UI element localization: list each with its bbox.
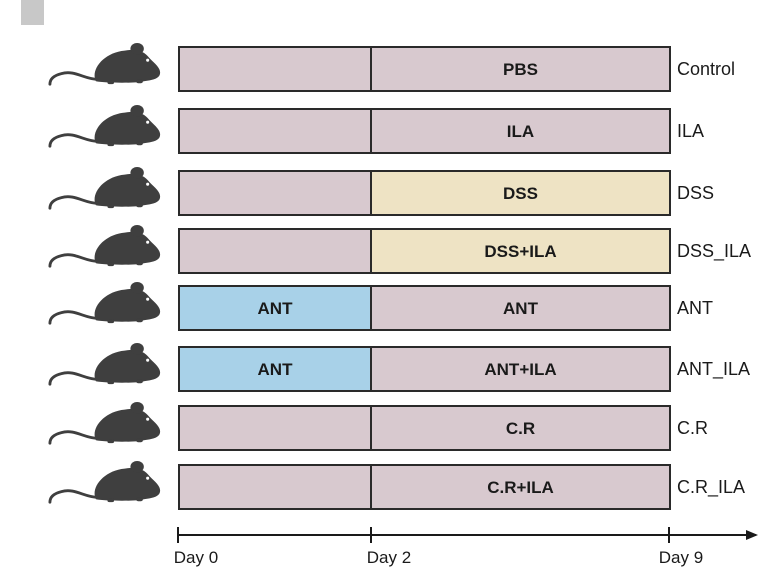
phase2-label: ANT [503, 299, 539, 318]
phase-bar-day0-day2 [178, 228, 372, 274]
treatment-row: DSS+ILA DSS_ILA [48, 223, 751, 274]
phase-bar-day2-day9 [370, 228, 671, 274]
treatment-row: ANT ANT+ILA ANT_ILA [48, 341, 750, 392]
mouse-icon [48, 280, 162, 325]
phase-bar-day2-day9 [370, 170, 671, 216]
mouse-icon [48, 341, 162, 386]
mouse-icon [48, 223, 162, 268]
phase-bar-day2-day9 [370, 346, 671, 392]
group-label: DSS [677, 183, 714, 203]
phase2-label: C.R+ILA [487, 478, 554, 497]
group-label: DSS_ILA [677, 241, 751, 262]
treatment-row: C.R+ILA C.R_ILA [48, 459, 745, 510]
treatment-row: PBS Control [48, 41, 735, 92]
phase2-label: DSS+ILA [484, 242, 556, 261]
phase2-label: DSS [503, 184, 538, 203]
group-label: ANT [677, 298, 713, 318]
tick-label-day9: Day 9 [659, 548, 703, 567]
phase-bar-day2-day9 [370, 108, 671, 154]
phase-bar-day0-day2 [178, 170, 372, 216]
phase-bar-day0-day2 [178, 346, 372, 392]
group-label: Control [677, 59, 735, 79]
tick-label-day2: Day 2 [367, 548, 411, 567]
treatment-row: DSS DSS [48, 165, 714, 216]
phase2-label: PBS [503, 60, 538, 79]
treatment-row: C.R C.R [48, 400, 708, 451]
phase-bar-day2-day9 [370, 46, 671, 92]
group-label: ANT_ILA [677, 359, 750, 380]
mouse-icon [48, 103, 162, 148]
phase-bar-day0-day2 [178, 285, 372, 331]
mouse-icon [48, 41, 162, 86]
phase-bar-day0-day2 [178, 46, 372, 92]
mouse-icon [48, 459, 162, 504]
mouse-icon [48, 400, 162, 445]
phase-bar-day2-day9 [370, 285, 671, 331]
treatment-row: ANT ANT ANT [48, 280, 713, 331]
phase1-label: ANT [258, 360, 294, 379]
timeline-axis: Day 0 Day 2 Day 9 [174, 527, 758, 567]
phase2-label: ANT+ILA [484, 360, 556, 379]
phase-bar-day2-day9 [370, 464, 671, 510]
phase1-label: ANT [258, 299, 294, 318]
phase-bar-day0-day2 [178, 405, 372, 451]
group-label: C.R_ILA [677, 477, 745, 498]
phase2-label: ILA [507, 122, 534, 141]
tick-label-day0: Day 0 [174, 548, 218, 567]
treatment-row: ILA ILA [48, 103, 704, 154]
mouse-icon [48, 165, 162, 210]
phase-bar-day0-day2 [178, 464, 372, 510]
corner-mark [21, 0, 44, 25]
group-label: C.R [677, 418, 708, 438]
phase2-label: C.R [506, 419, 535, 438]
group-label: ILA [677, 121, 704, 141]
phase-bar-day2-day9 [370, 405, 671, 451]
phase-bar-day0-day2 [178, 108, 372, 154]
